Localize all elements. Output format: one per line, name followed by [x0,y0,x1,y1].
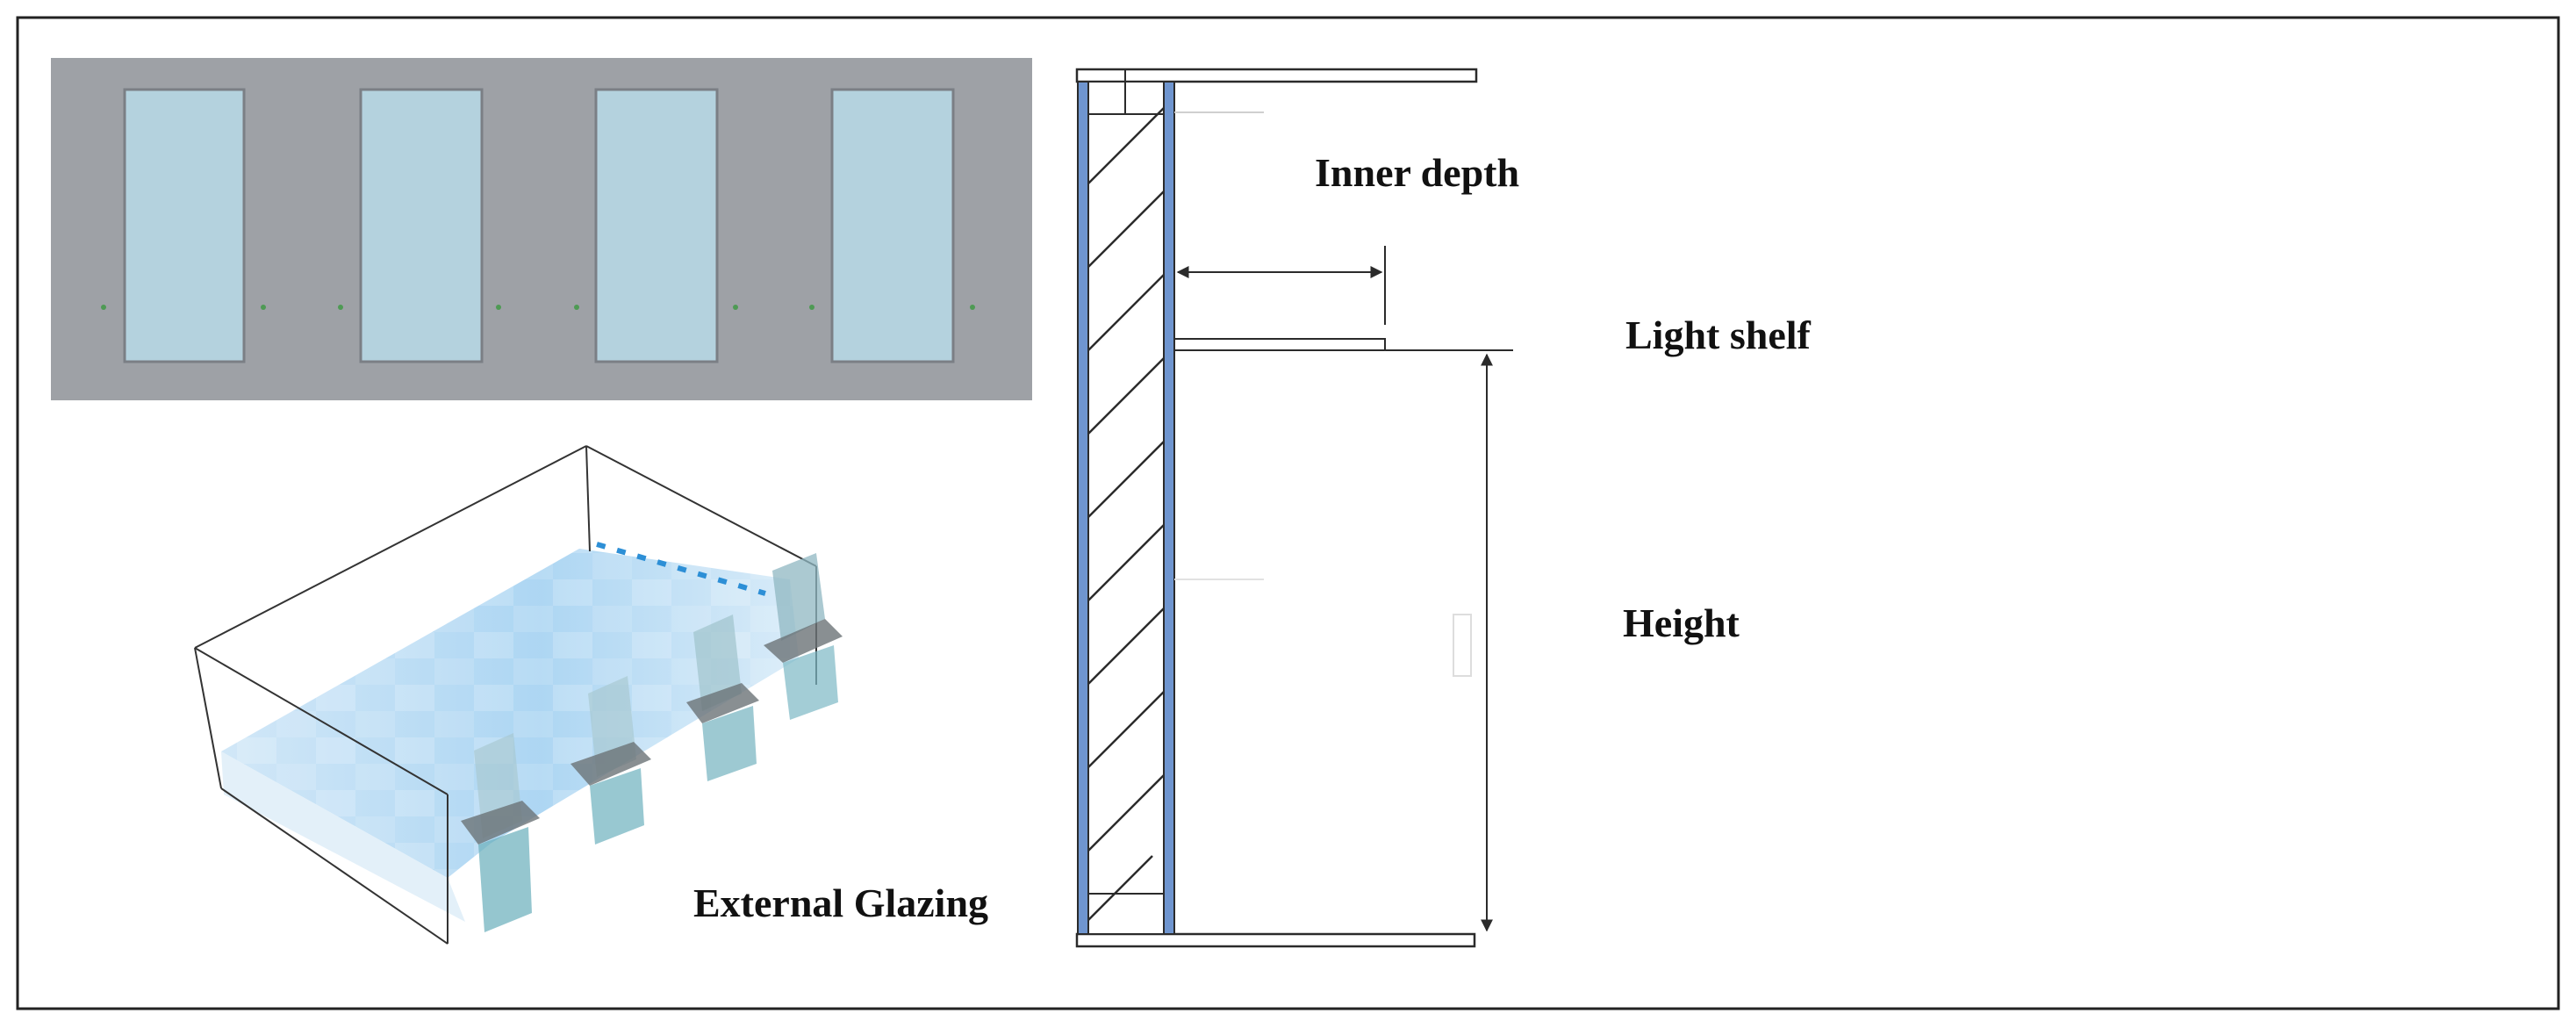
section-drawing [1075,68,1513,948]
external-glass-pane [1077,81,1089,935]
room-3d-model [194,445,843,945]
label-light-shelf: Light shelf [1625,313,1812,357]
internal-glass-pane [1163,81,1175,935]
light-shelf [1173,338,1386,351]
glazing-unit-1 [764,553,843,720]
window-1 [123,88,246,363]
window-2 [359,88,484,363]
sensor-grid-line [596,542,766,596]
glazing-unit-4 [461,733,540,932]
glazing-unit-3 [570,676,651,845]
wall-cavity [1087,81,1166,935]
floor-slab [1075,932,1476,948]
label-inner-depth: Inner depth [1315,150,1519,195]
sensor-dots [101,305,975,310]
facade-elevation [51,58,1032,400]
label-external-glazing: External Glazing [693,881,988,925]
label-height: Height [1623,600,1740,645]
glazing-and-light-shelves [461,553,843,932]
wall-hatching [1087,106,1166,922]
window-3 [594,88,719,363]
glazing-unit-2 [686,615,759,781]
window-4 [830,88,955,363]
ceiling-slab [1075,68,1478,83]
